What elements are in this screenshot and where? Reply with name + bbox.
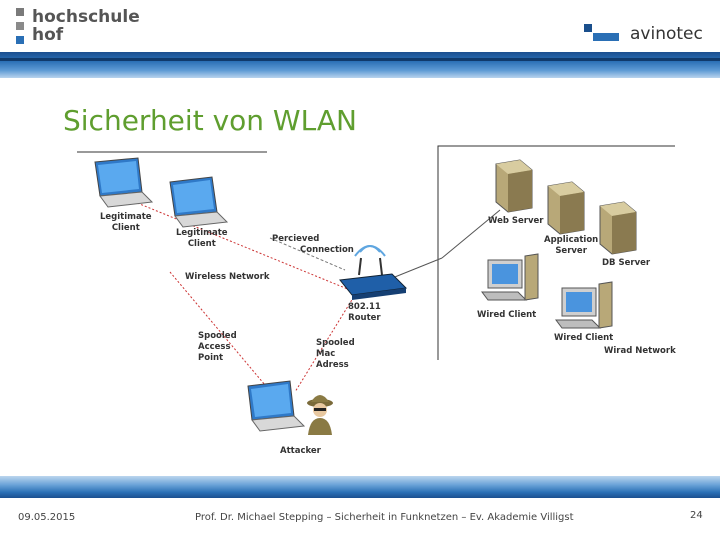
spoofed-access-point-label: Spooled Access Point xyxy=(198,331,237,363)
wlan-attack-diagram: Legitimate Client Legitimate Client Perc… xyxy=(70,140,690,470)
logo-square-icon xyxy=(16,36,24,44)
wireless-network-label: Wireless Network xyxy=(185,272,270,282)
router-label: 802.11 Router xyxy=(348,302,381,323)
application-server-label: Application Server xyxy=(544,235,599,256)
desktop-computer-icon xyxy=(555,281,613,329)
avinotec-logo-text: avinotec xyxy=(630,24,703,44)
link-perceived-connection xyxy=(269,237,346,271)
attacker-label: Attacker xyxy=(280,446,321,456)
slide-title: Sicherheit von WLAN xyxy=(63,104,357,137)
header-band xyxy=(0,52,720,78)
web-server-label: Web Server xyxy=(488,216,544,226)
legitimate-client-1-label: Legitimate Client xyxy=(100,212,152,233)
wired-network-frame xyxy=(437,145,675,360)
wired-client-1-label: Wired Client xyxy=(477,310,537,320)
laptop-icon xyxy=(169,176,229,228)
footer-date: 09.05.2015 xyxy=(18,512,76,523)
router-icon xyxy=(339,245,408,300)
spoofed-mac-address-label: Spooled Mac Adress xyxy=(316,338,355,370)
logo-bar-icon xyxy=(593,33,619,41)
link-wireless-spoofed-ap xyxy=(169,271,266,386)
legitimate-client-2-label: Legitimate Client xyxy=(176,228,228,249)
footer-presenter-text: Prof. Dr. Michael Stepping – Sicherheit … xyxy=(195,512,574,523)
server-icon xyxy=(495,159,533,213)
db-server-label: DB Server xyxy=(602,258,651,268)
logo-square-icon xyxy=(16,8,24,16)
laptop-icon xyxy=(94,157,154,208)
perceived-connection-label: Percieved Connection xyxy=(272,234,354,255)
attacker-figure-icon xyxy=(307,395,333,435)
server-icon xyxy=(547,181,585,235)
avinotec-logo: avinotec xyxy=(584,24,704,46)
attacker-laptop-icon xyxy=(247,380,306,432)
desktop-computer-icon xyxy=(481,253,539,301)
wired-client-2-label: Wired Client xyxy=(554,333,614,343)
logo-text-line2: hof xyxy=(32,25,64,45)
logo-mark-icon xyxy=(584,24,592,32)
link-wired-server xyxy=(441,209,501,259)
hochschule-hof-logo: hochschule hof xyxy=(16,7,140,49)
server-icon xyxy=(599,201,637,255)
diagram-graphics xyxy=(77,145,675,435)
wired-network-label: Wirad Network xyxy=(604,346,676,356)
logo-text-line1: hochschule xyxy=(32,7,140,27)
page-number: 24 xyxy=(690,510,703,521)
footer-band xyxy=(0,476,720,498)
logo-square-icon xyxy=(16,22,24,30)
